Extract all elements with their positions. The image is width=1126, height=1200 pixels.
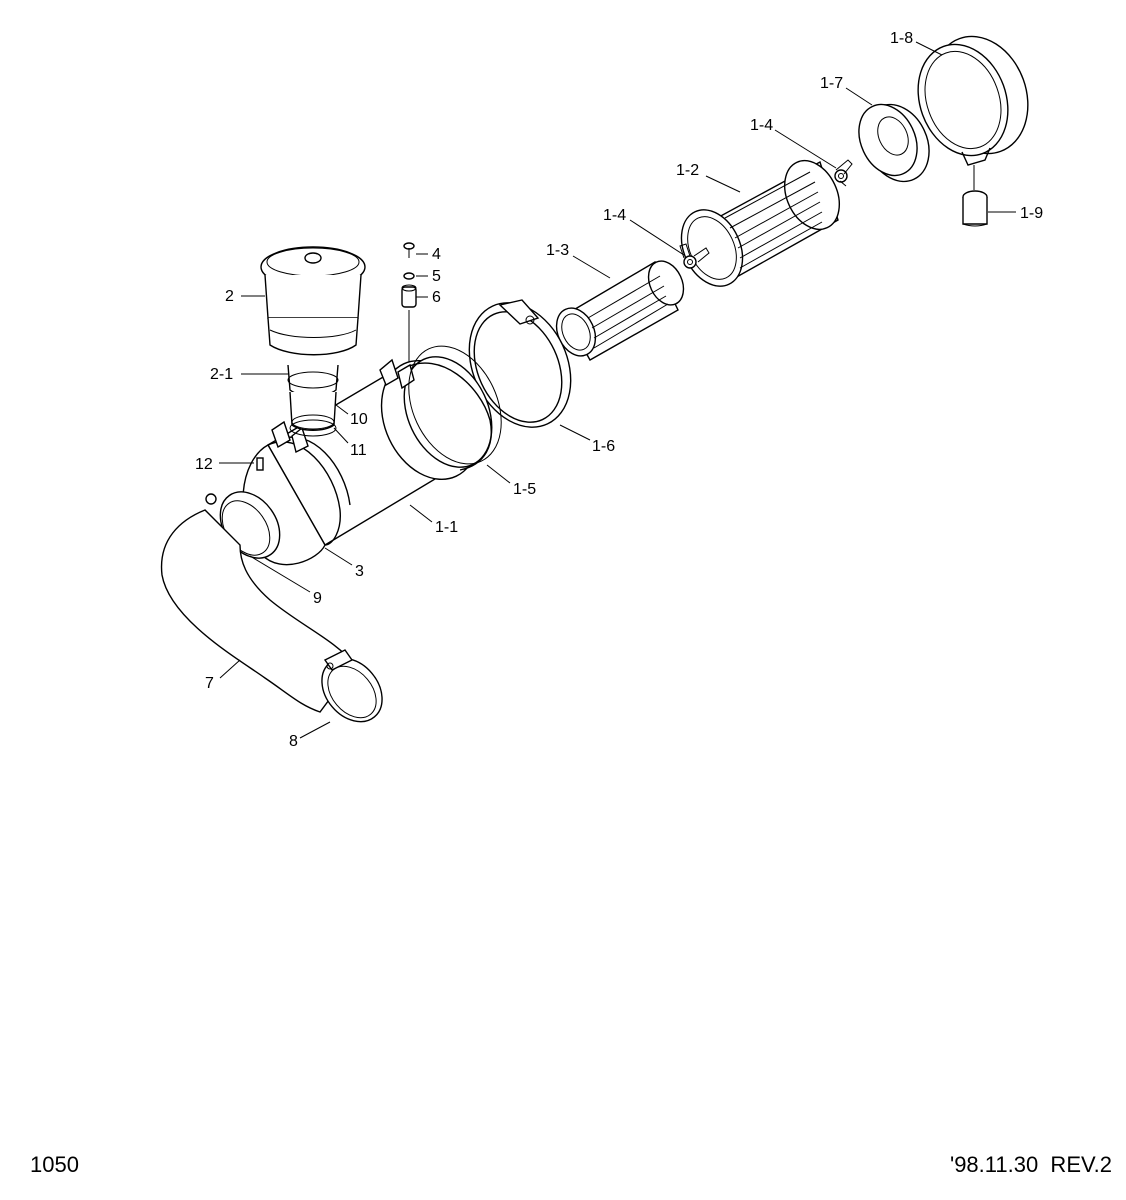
- page-number: 1050: [30, 1152, 79, 1177]
- housing-body-part: [242, 356, 493, 566]
- callout-1-4-top: 1-4: [750, 117, 773, 134]
- leader-lines: [219, 41, 1016, 739]
- callout-6: 6: [432, 289, 441, 306]
- callout-1-7: 1-7: [820, 75, 843, 92]
- callout-2-1: 2-1: [210, 366, 233, 383]
- callout-2: 2: [225, 288, 234, 305]
- callout-1-9: 1-9: [1020, 205, 1043, 222]
- primary-element-part: [680, 160, 840, 287]
- outer-cover-part: [917, 35, 1029, 166]
- callout-1-5: 1-5: [513, 481, 536, 498]
- callout-9: 9: [313, 590, 322, 607]
- baffle-ring-part: [858, 103, 930, 183]
- callout-3: 3: [355, 563, 364, 580]
- callout-4: 4: [432, 246, 441, 263]
- fastener-parts: [401, 242, 417, 362]
- callout-1-6: 1-6: [592, 438, 615, 455]
- adaptor-hose-part: [287, 364, 339, 437]
- wing-nut-part: [679, 243, 710, 269]
- callout-8: 8: [289, 733, 298, 750]
- inlet-hose-part: [160, 509, 356, 713]
- callout-11: 11: [350, 442, 367, 459]
- callout-5: 5: [432, 268, 441, 285]
- callout-1-1: 1-1: [435, 519, 458, 536]
- callout-1-4-mid: 1-4: [603, 207, 626, 224]
- callout-labels: 1-8 1-7 1-4 1-2 1-9 1-4 4 5 6 1-3 2 2-1 …: [195, 30, 1043, 750]
- dust-valve-part: [962, 165, 988, 227]
- callout-1-3: 1-3: [546, 242, 569, 259]
- precleaner-part: [260, 246, 366, 356]
- gasket-part: [408, 345, 502, 465]
- safety-element-part: [555, 260, 685, 361]
- hose-clamp-part: [321, 649, 383, 723]
- callout-1-2: 1-2: [676, 162, 699, 179]
- wing-nut-part: [834, 159, 853, 187]
- revision-date: '98.11.30 REV.2: [950, 1152, 1112, 1177]
- callout-1-8: 1-8: [890, 30, 913, 47]
- callout-10: 10: [350, 411, 368, 428]
- callout-7: 7: [205, 675, 214, 692]
- callout-12: 12: [195, 456, 213, 473]
